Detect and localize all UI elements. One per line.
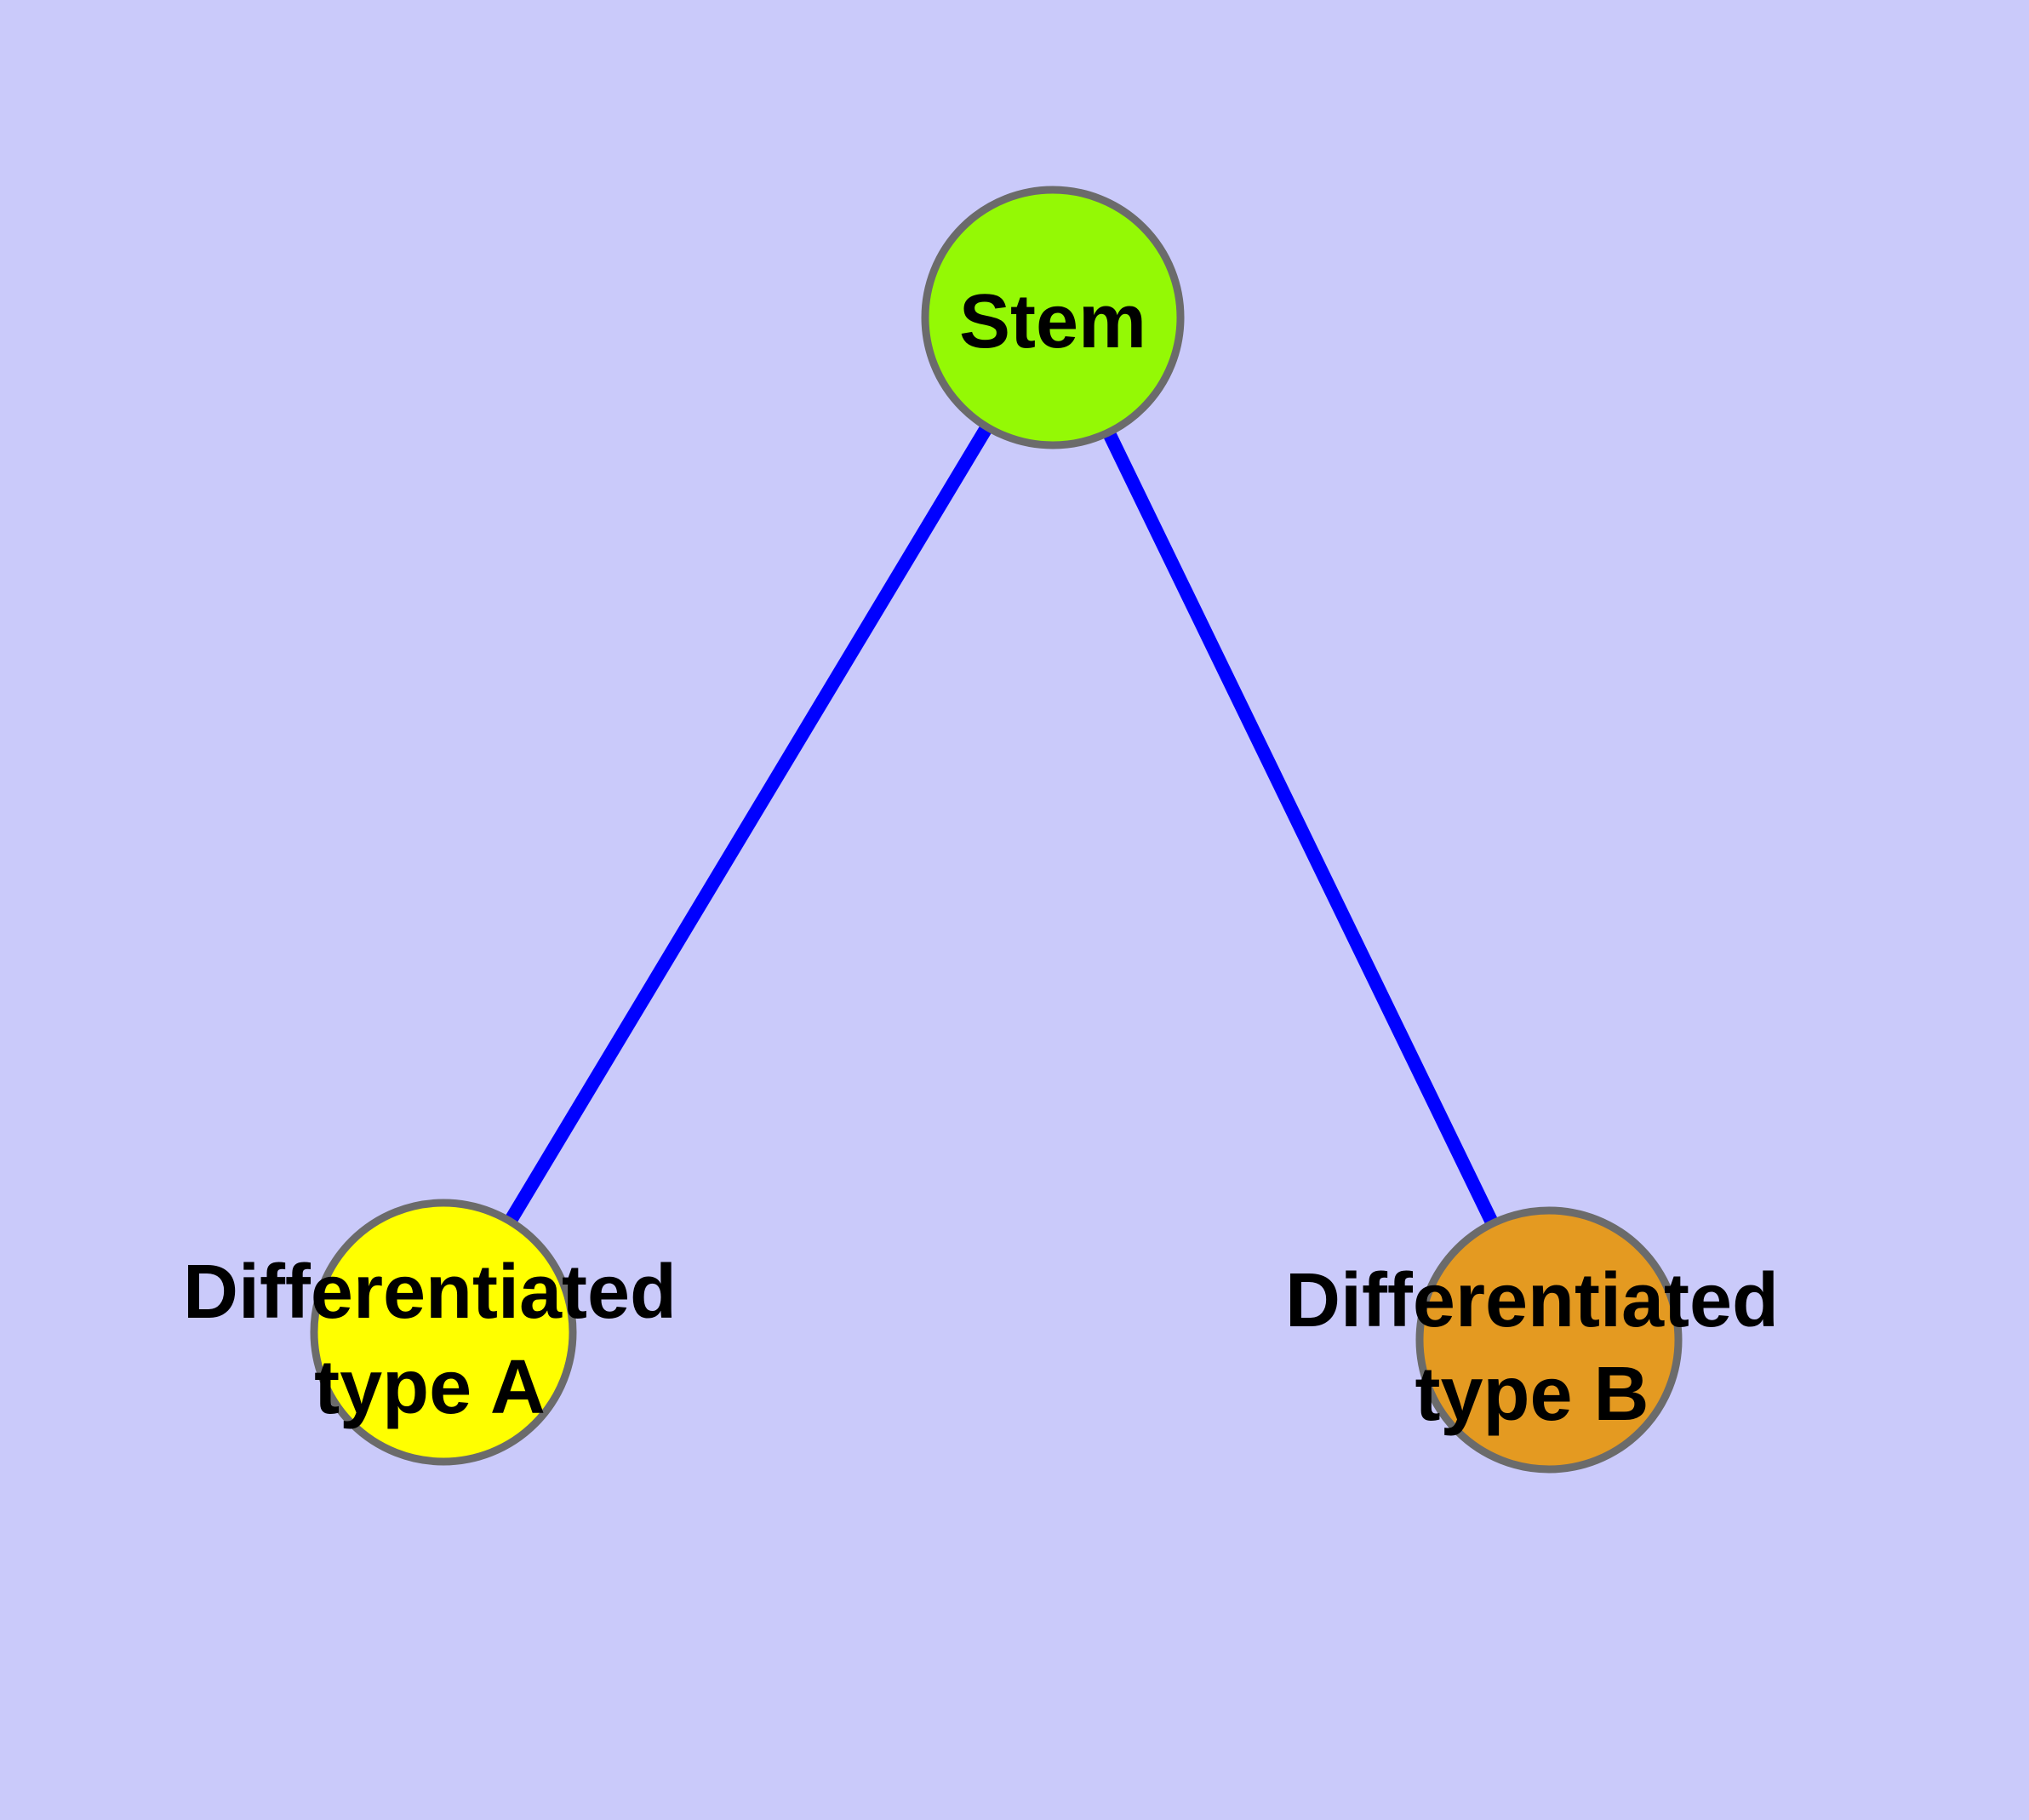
node-type-b-circle — [1415, 1206, 1683, 1474]
node-type-a-circle — [310, 1199, 577, 1466]
node-stem-circle — [921, 186, 1185, 449]
edge-stem-to-type-a — [437, 313, 1059, 1336]
node-type-a-label-line-1: Differentiated — [183, 1250, 677, 1335]
edge-stem-to-type-b — [1046, 314, 1556, 1343]
node-type-b-label-line-2: type B — [1415, 1352, 1649, 1437]
node-stem-label: Stem — [959, 279, 1146, 364]
node-type-a-label-line-2: type A — [314, 1345, 546, 1430]
node-type-b-label-line-1: Differentiated — [1285, 1258, 1779, 1343]
